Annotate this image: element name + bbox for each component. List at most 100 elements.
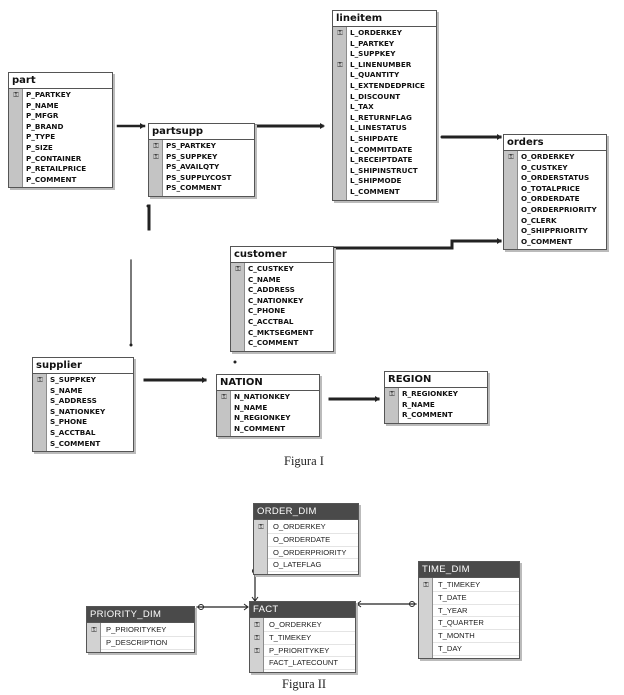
column-row[interactable]: C_NAME	[245, 275, 333, 286]
table-title: NATION	[217, 375, 319, 391]
column-row[interactable]: L_SHIPMODE	[347, 176, 436, 187]
column-row[interactable]: P_RETAILPRICE	[23, 164, 112, 175]
column-row[interactable]: T_DAY	[433, 643, 519, 656]
column-row[interactable]: N_NAME	[231, 403, 319, 414]
column-row[interactable]: L_RETURNFLAG	[347, 113, 436, 124]
column-row[interactable]: L_PARTKEY	[347, 39, 436, 50]
column-row[interactable]: O_COMMENT	[518, 237, 606, 248]
column-row[interactable]: L_COMMITDATE	[347, 145, 436, 156]
column-row[interactable]: O_CLERK	[518, 216, 606, 227]
column-row[interactable]: C_PHONE	[245, 306, 333, 317]
column-name: R_COMMENT	[402, 410, 453, 420]
column-row[interactable]: T_DATE	[433, 592, 519, 605]
column-row[interactable]: O_ORDERDATE	[268, 534, 358, 547]
column-name: O_TOTALPRICE	[521, 183, 580, 193]
column-row[interactable]: R_COMMENT	[399, 410, 487, 421]
column-row[interactable]: O_TOTALPRICE	[518, 184, 606, 195]
column-row[interactable]: ⚿PS_PARTKEY	[153, 141, 254, 152]
column-row[interactable]: L_EXTENDEDPRICE	[347, 81, 436, 92]
column-row[interactable]: S_ACCTBAL	[47, 428, 133, 439]
column-row[interactable]: O_ORDERPRIORITY	[518, 205, 606, 216]
column-row[interactable]: P_NAME	[23, 101, 112, 112]
column-row[interactable]: ⚿O_ORDERKEY	[508, 152, 606, 163]
column-row[interactable]: L_RECEIPTDATE	[347, 155, 436, 166]
column-row[interactable]: ⚿N_NATIONKEY	[221, 392, 319, 403]
column-row[interactable]: P_BRAND	[23, 122, 112, 133]
column-name: S_ADDRESS	[50, 396, 97, 406]
column-name: T_DAY	[438, 643, 462, 653]
column-row[interactable]: P_SIZE	[23, 143, 112, 154]
column-row[interactable]: C_NATIONKEY	[245, 296, 333, 307]
column-row[interactable]: ⚿L_LINENUMBER	[337, 60, 436, 71]
column-row[interactable]: P_CONTAINER	[23, 154, 112, 165]
column-row[interactable]: C_ACCTBAL	[245, 317, 333, 328]
column-row[interactable]: ⚿O_ORDERKEY	[254, 619, 355, 632]
table-title: orders	[504, 135, 606, 151]
column-row[interactable]: N_REGIONKEY	[231, 413, 319, 424]
column-row[interactable]: ⚿C_CUSTKEY	[235, 264, 333, 275]
column-row[interactable]: O_LATEFLAG	[268, 559, 358, 573]
column-row[interactable]: ⚿P_PRIORITYKEY	[254, 645, 355, 658]
column-row[interactable]: T_QUARTER	[433, 617, 519, 631]
column-row[interactable]: ⚿T_TIMEKEY	[423, 579, 519, 592]
column-row[interactable]: L_TAX	[347, 102, 436, 113]
column-row[interactable]: L_LINESTATUS	[347, 123, 436, 134]
column-row[interactable]: ⚿P_PRIORITYKEY	[91, 624, 194, 637]
column-row[interactable]: C_ADDRESS	[245, 285, 333, 296]
column-row[interactable]: S_PHONE	[47, 417, 133, 428]
column-row[interactable]: P_TYPE	[23, 132, 112, 143]
column-row[interactable]: ⚿S_SUPPKEY	[37, 375, 133, 386]
table-fact[interactable]: FACT ⚿O_ORDERKEY⚿T_TIMEKEY⚿P_PRIORITYKEY…	[249, 601, 356, 674]
column-row[interactable]: O_ORDERSTATUS	[518, 173, 606, 184]
column-row[interactable]: ⚿P_PARTKEY	[13, 90, 112, 101]
column-row[interactable]: O_ORDERDATE	[518, 194, 606, 205]
column-row[interactable]: O_CUSTKEY	[518, 163, 606, 174]
column-row[interactable]: PS_AVAILQTY	[163, 162, 254, 173]
column-row[interactable]: T_MONTH	[433, 630, 519, 643]
column-row[interactable]: N_COMMENT	[231, 424, 319, 435]
column-row[interactable]: S_COMMENT	[47, 439, 133, 450]
column-name: L_RETURNFLAG	[350, 112, 412, 122]
column-row[interactable]: ⚿PS_SUPPKEY	[153, 152, 254, 163]
column-row[interactable]: PS_SUPPLYCOST	[163, 173, 254, 184]
column-name: P_CONTAINER	[26, 153, 82, 163]
column-row[interactable]: ⚿T_TIMEKEY	[254, 632, 355, 645]
column-row[interactable]: L_COMMENT	[347, 187, 436, 198]
column-row[interactable]: L_QUANTITY	[347, 70, 436, 81]
column-row[interactable]: O_SHIPPRIORITY	[518, 226, 606, 237]
column-row[interactable]: L_SUPPKEY	[347, 49, 436, 60]
column-row[interactable]: P_MFGR	[23, 111, 112, 122]
column-row[interactable]: FACT_LATECOUNT	[264, 657, 355, 671]
column-row[interactable]: C_COMMENT	[245, 338, 333, 349]
column-row[interactable]: PS_COMMENT	[163, 183, 254, 194]
column-row[interactable]: L_SHIPDATE	[347, 134, 436, 145]
column-row[interactable]: O_ORDERPRIORITY	[268, 547, 358, 560]
column-row[interactable]: ⚿R_REGIONKEY	[389, 389, 487, 400]
column-row[interactable]: C_MKTSEGMENT	[245, 328, 333, 339]
column-row[interactable]: ⚿O_ORDERKEY	[258, 521, 358, 534]
column-row[interactable]: P_COMMENT	[23, 175, 112, 186]
column-row[interactable]: P_DESCRIPTION	[101, 637, 194, 650]
key-icon: ⚿	[13, 91, 19, 99]
column-row[interactable]: T_YEAR	[433, 605, 519, 618]
column-row[interactable]: L_DISCOUNT	[347, 92, 436, 103]
column-row[interactable]: L_SHIPINSTRUCT	[347, 166, 436, 177]
column-row[interactable]: ⚿L_ORDERKEY	[337, 28, 436, 39]
column-row[interactable]: R_NAME	[399, 400, 487, 411]
column-row[interactable]: S_ADDRESS	[47, 396, 133, 407]
column-row[interactable]: S_NAME	[47, 386, 133, 397]
column-row[interactable]: S_NATIONKEY	[47, 407, 133, 418]
column-name: T_DATE	[438, 592, 467, 602]
